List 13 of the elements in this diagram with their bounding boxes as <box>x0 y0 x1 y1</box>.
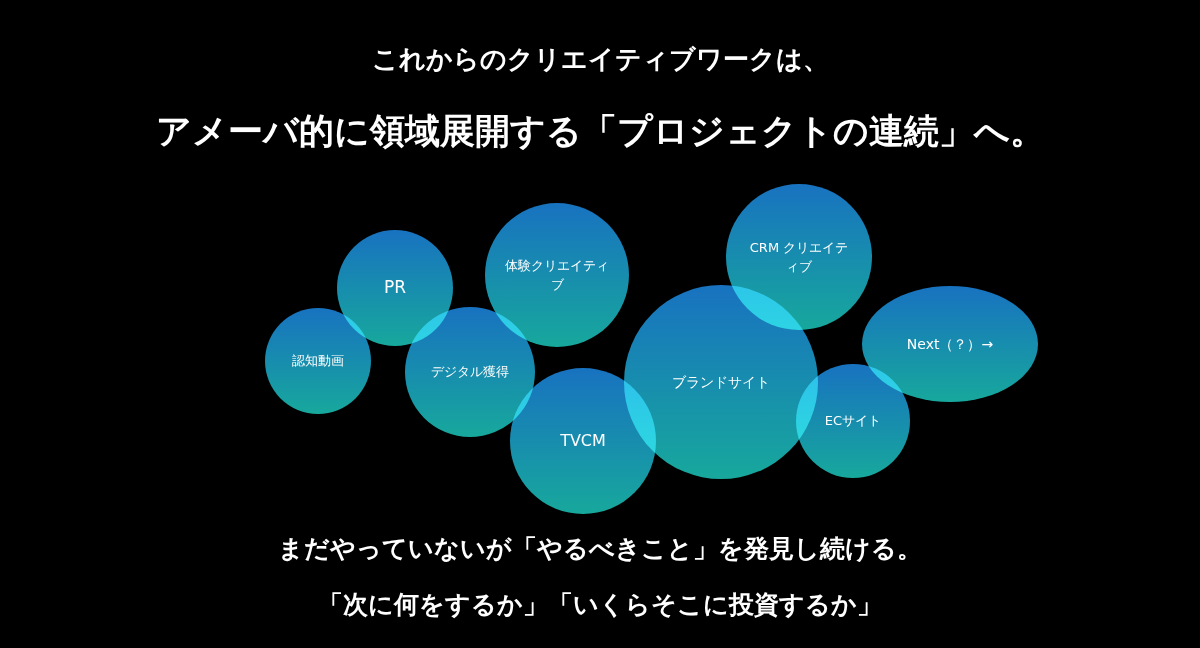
bubble: PR <box>337 230 453 346</box>
bubble: Next（？）→ <box>862 286 1038 402</box>
bubble: TVCM <box>510 368 656 514</box>
bubble: ブランドサイト <box>624 285 818 479</box>
heading: アメーバ的に領域展開する「プロジェクトの連続」へ。 <box>154 110 1046 153</box>
bubble: デジタル獲得 <box>405 307 535 437</box>
tagline: 「次に何をするか」「いくらそこに投資するか」 <box>317 589 883 621</box>
tagline: まだやっていないが「やるべきこと」を発見し続ける。 <box>277 533 923 565</box>
bubble: ECサイト <box>796 364 910 478</box>
heading: これからのクリエイティブワークは、 <box>370 43 830 76</box>
bubble: 認知動画 <box>265 308 371 414</box>
bubble: CRM クリエイティブ <box>726 184 872 330</box>
bubble: 体験クリエイティブ <box>485 203 629 347</box>
